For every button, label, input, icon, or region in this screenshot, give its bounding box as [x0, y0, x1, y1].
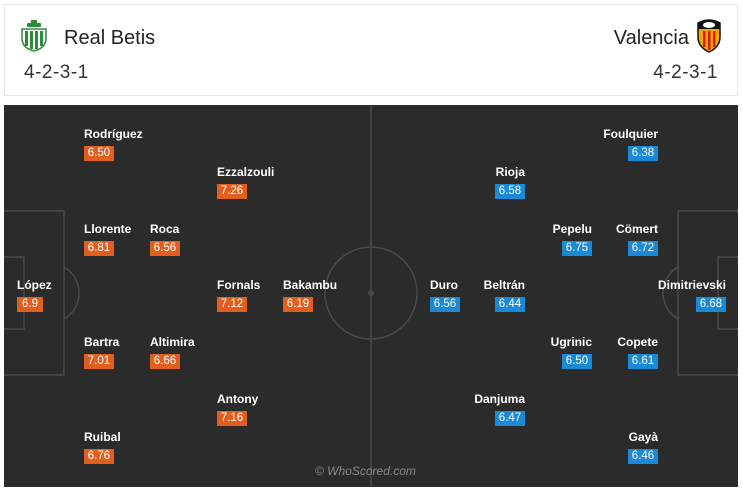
away-player-danjuma[interactable]: Danjuma 6.47 [474, 392, 525, 426]
player-name: Copete [617, 335, 658, 349]
player-name: Ruibal [84, 430, 121, 444]
player-rating-badge: 6.50 [562, 354, 592, 369]
home-player-ruibal[interactable]: Ruibal 6.76 [84, 430, 121, 464]
player-rating-badge: 6.66 [150, 354, 180, 369]
player-rating-badge: 7.26 [217, 184, 247, 199]
player-name: Bakambu [283, 278, 338, 292]
real-betis-crest-icon [19, 20, 49, 52]
player-name: Gayà [628, 430, 658, 444]
home-formation: 4-2-3-1 [24, 62, 89, 83]
away-player-gaya[interactable]: Gayà 6.46 [628, 430, 658, 464]
away-player-pepelu[interactable]: Pepelu 6.75 [553, 222, 592, 256]
valencia-crest-icon [694, 19, 724, 53]
player-name: Cömert [615, 222, 658, 236]
player-name: Llorente [84, 222, 132, 236]
player-name: Ugrinic [550, 335, 592, 349]
away-player-copete[interactable]: Copete 6.61 [617, 335, 658, 369]
player-rating-badge: 6.56 [150, 241, 180, 256]
away-formation: 4-2-3-1 [653, 62, 718, 83]
player-rating-badge: 6.38 [628, 146, 658, 161]
player-name: Ezzalzouli [217, 165, 275, 179]
home-player-llorente[interactable]: Llorente 6.81 [84, 222, 131, 256]
player-rating-badge: 6.50 [84, 146, 114, 161]
home-player-lopez[interactable]: López 6.9 [17, 278, 52, 312]
away-player-duro[interactable]: Duro 6.56 [430, 278, 460, 312]
player-name: Roca [150, 222, 180, 236]
player-name: Fornals [217, 278, 261, 292]
pitch-markings [4, 105, 738, 487]
away-player-rioja[interactable]: Rioja 6.58 [495, 165, 525, 199]
player-name: Antony [217, 392, 259, 406]
player-rating-badge: 6.9 [17, 297, 43, 312]
player-name: Bartra [84, 335, 120, 349]
player-name: Pepelu [552, 222, 592, 236]
home-player-fornals[interactable]: Fornals 7.12 [217, 278, 260, 312]
player-name: Foulquier [603, 127, 658, 141]
player-rating-badge: 6.44 [495, 297, 525, 312]
player-rating-badge: 6.76 [84, 449, 114, 464]
player-rating-badge: 6.46 [628, 449, 658, 464]
home-player-bakambu[interactable]: Bakambu 6.19 [283, 278, 337, 312]
player-rating-badge: 7.12 [217, 297, 247, 312]
home-player-ezzalzouli[interactable]: Ezzalzouli 7.26 [217, 165, 274, 199]
away-player-dimitrievski[interactable]: Dimitrievski 6.68 [658, 278, 726, 312]
player-rating-badge: 6.75 [562, 241, 592, 256]
player-name: Duro [430, 278, 458, 292]
player-rating-badge: 6.61 [628, 354, 658, 369]
player-rating-badge: 6.19 [283, 297, 313, 312]
pitch: López 6.9 Rodríguez 6.50 Llorente 6.81 B… [4, 105, 738, 487]
player-name: Beltrán [483, 278, 525, 292]
home-team-name[interactable]: Real Betis [64, 27, 156, 49]
player-name: Rodríguez [84, 127, 143, 141]
away-player-foulquier[interactable]: Foulquier 6.38 [603, 127, 658, 161]
player-name: López [17, 278, 52, 292]
away-player-comert[interactable]: Cömert 6.72 [616, 222, 658, 256]
away-player-beltran[interactable]: Beltrán 6.44 [484, 278, 525, 312]
home-player-roca[interactable]: Roca 6.56 [150, 222, 180, 256]
player-name: Altimira [150, 335, 195, 349]
home-player-rodriguez[interactable]: Rodríguez 6.50 [84, 127, 143, 161]
player-name: Rioja [495, 165, 525, 179]
match-header: Real Betis 4-2-3-1 Valencia 4-2-3-1 [4, 4, 738, 96]
player-name: Danjuma [474, 392, 525, 406]
player-name: Dimitrievski [657, 278, 726, 292]
player-rating-badge: 6.56 [430, 297, 460, 312]
watermark: © WhoScored.com [315, 464, 416, 478]
player-rating-badge: 6.81 [84, 241, 114, 256]
player-rating-badge: 7.01 [84, 354, 114, 369]
away-player-ugrinic[interactable]: Ugrinic 6.50 [551, 335, 592, 369]
away-team-name[interactable]: Valencia [613, 27, 689, 49]
home-player-altimira[interactable]: Altimira 6.66 [150, 335, 195, 369]
home-player-bartra[interactable]: Bartra 7.01 [84, 335, 119, 369]
player-rating-badge: 6.68 [696, 297, 726, 312]
player-rating-badge: 6.58 [495, 184, 525, 199]
home-player-antony[interactable]: Antony 7.16 [217, 392, 258, 426]
player-rating-badge: 6.72 [628, 241, 658, 256]
player-rating-badge: 7.16 [217, 411, 247, 426]
player-rating-badge: 6.47 [495, 411, 525, 426]
